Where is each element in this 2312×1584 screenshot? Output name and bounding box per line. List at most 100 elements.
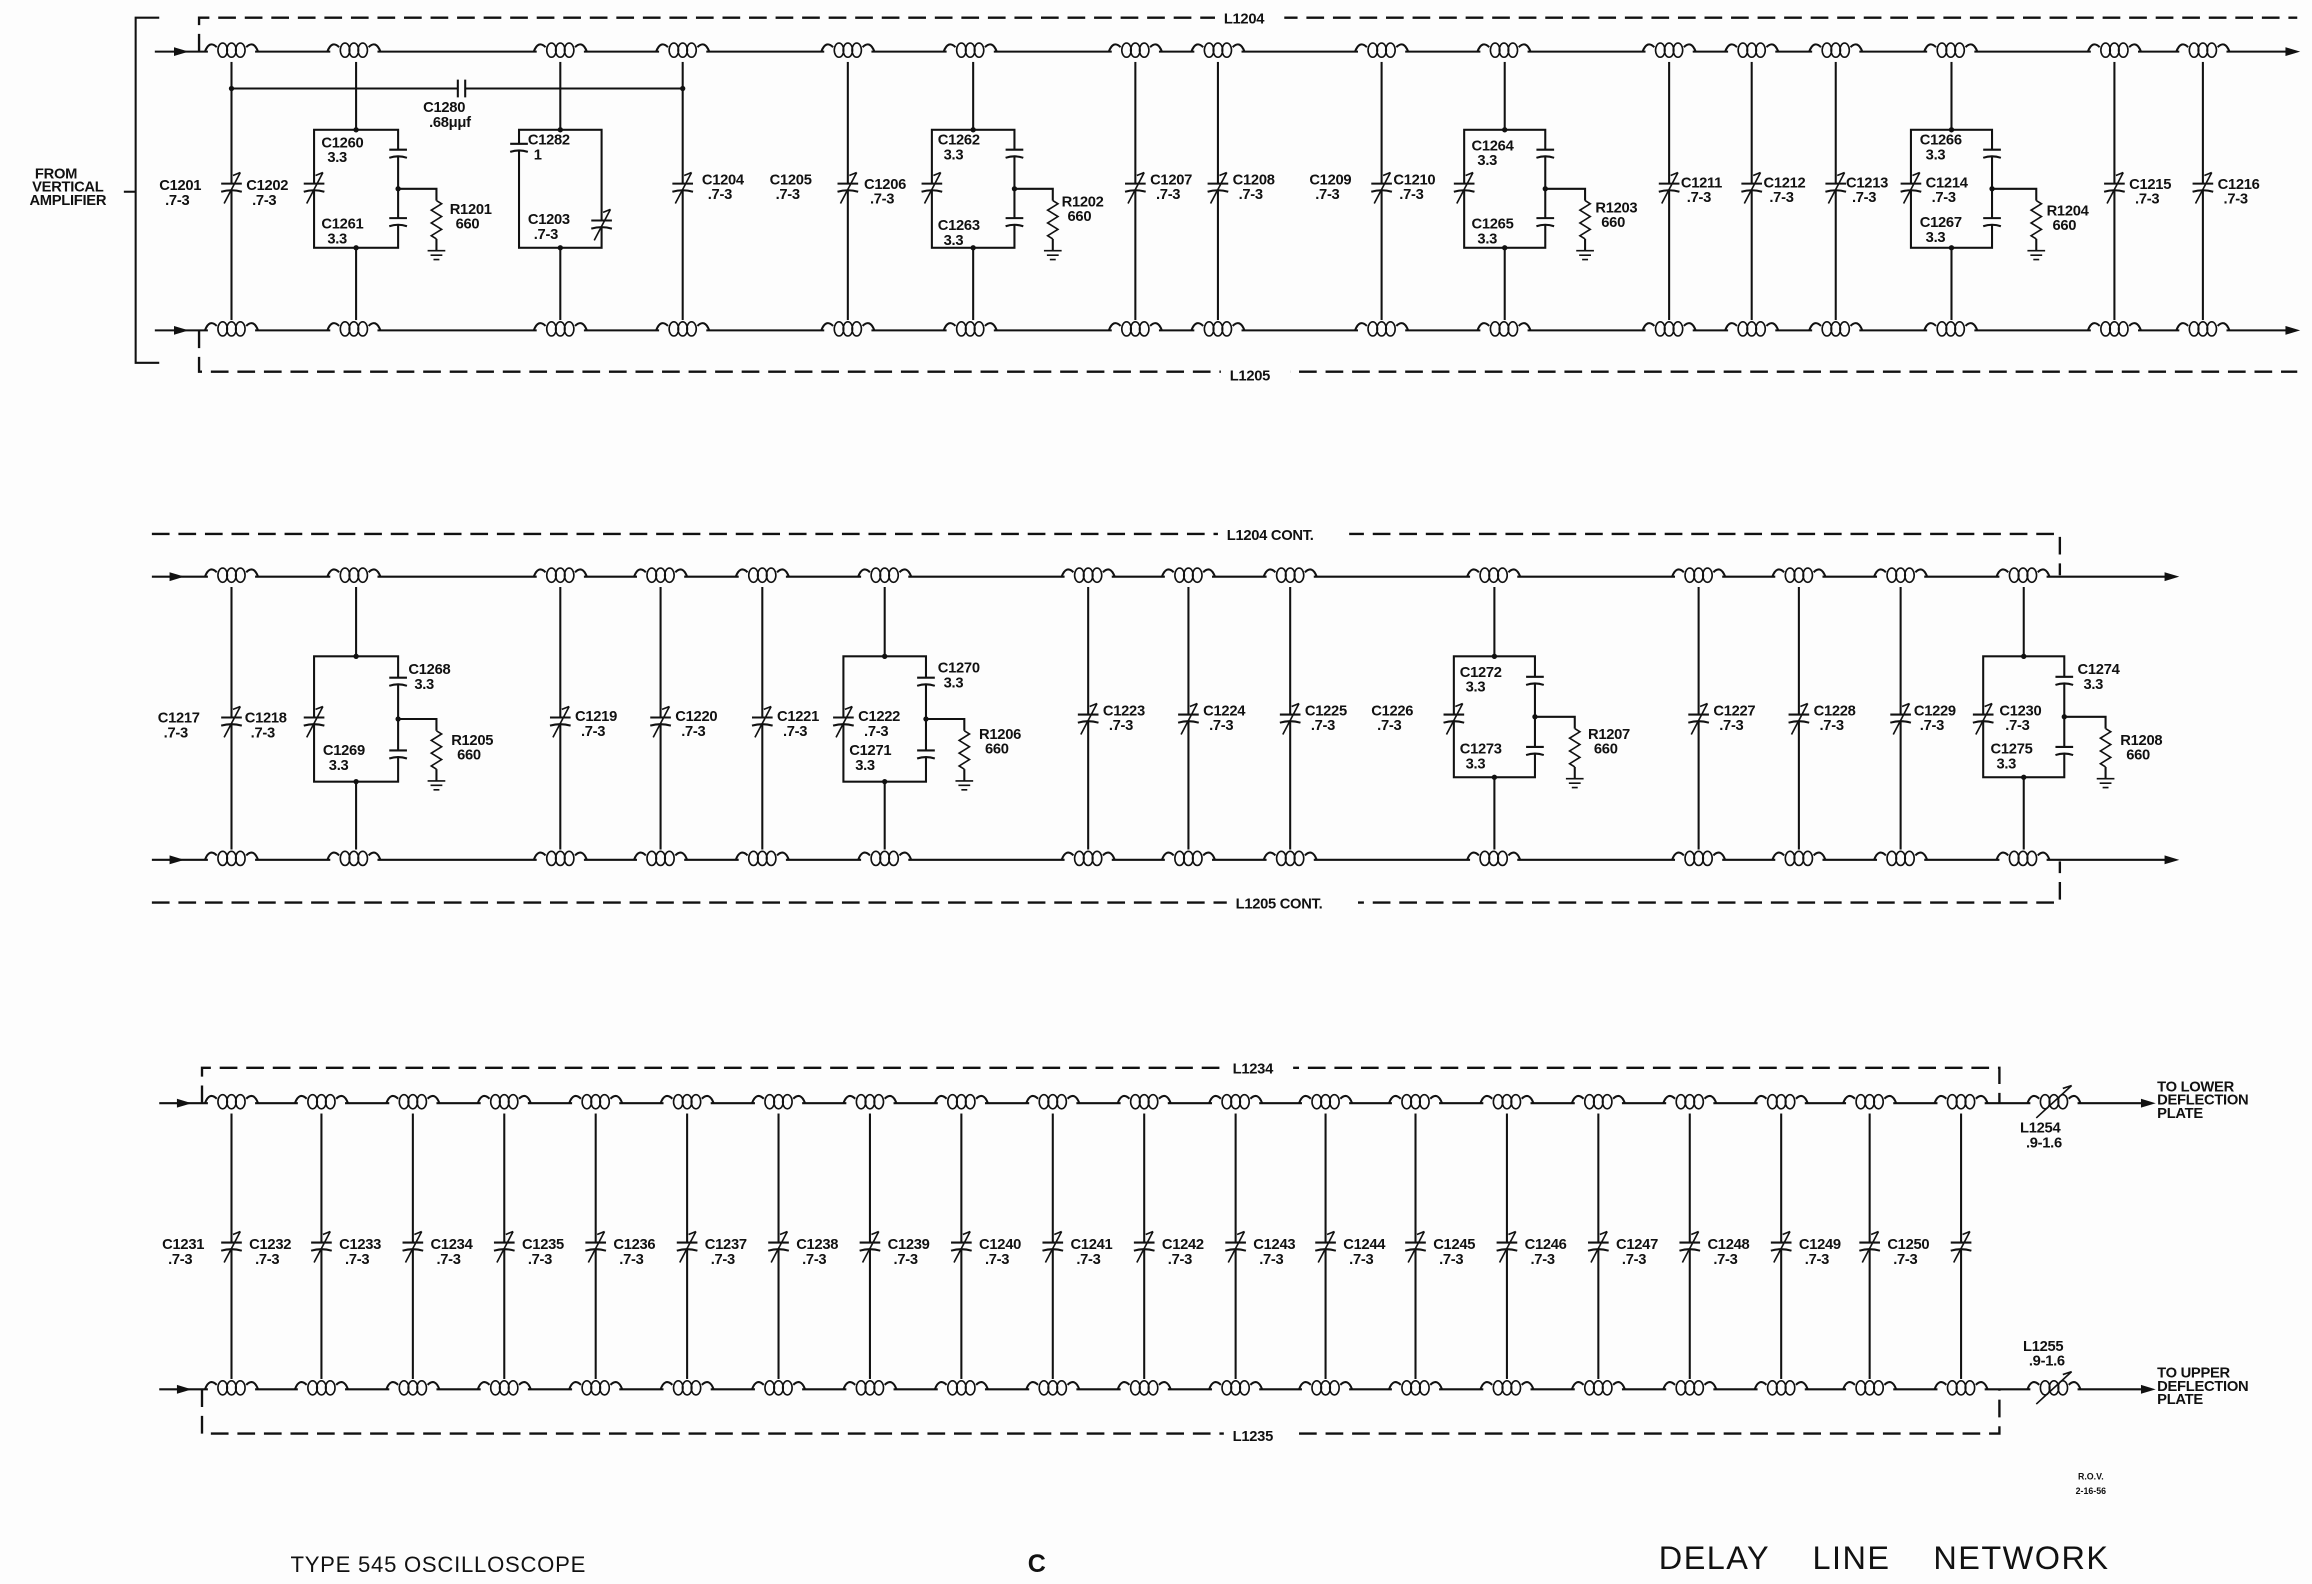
inductor-lead xyxy=(532,568,588,578)
component-value: .7-3 xyxy=(251,725,275,741)
variable-capacitor-icon xyxy=(1123,171,1148,204)
component-value: .7-3 xyxy=(802,1252,826,1268)
resistor-icon xyxy=(429,730,444,770)
component-label-c1219: C1219.7-3 xyxy=(575,709,617,740)
junction-dot xyxy=(353,653,359,659)
inductor-turn xyxy=(1701,850,1713,867)
inductor-lead xyxy=(1476,43,1532,53)
inductor-icon xyxy=(2086,320,2142,341)
variable-capacitor-icon xyxy=(831,705,856,738)
component-ref: C1242 xyxy=(1162,1237,1204,1253)
inductor-gap xyxy=(1470,566,1518,587)
component-label-c1222: C1222.7-3 xyxy=(858,709,900,740)
component-label-c1215: C1215.7-3 xyxy=(2129,177,2171,208)
cap-gap xyxy=(836,184,860,191)
ground-icon xyxy=(2096,777,2115,789)
inductor-gap xyxy=(1164,566,1213,587)
inductor-turn xyxy=(234,1093,246,1110)
adjust-arrow xyxy=(305,705,324,738)
ground-icon xyxy=(427,249,446,261)
inductor-turn xyxy=(1384,321,1396,337)
inductor-lead xyxy=(659,1381,715,1390)
variable-capacitor-icon xyxy=(1657,171,1681,204)
component-value: .7-3 xyxy=(776,187,800,203)
inductor-gap xyxy=(1266,849,1314,871)
component-label-c1231: C1231.7-3 xyxy=(162,1237,204,1268)
adjust-arrow xyxy=(754,705,772,738)
inductor-turn xyxy=(416,1379,428,1396)
inductor-gap xyxy=(1212,1092,1260,1114)
cap-gap xyxy=(387,751,409,758)
component-label-c1208: C1208.7-3 xyxy=(1233,172,1275,203)
inductor-icon xyxy=(1116,1378,1172,1400)
inductor-lead xyxy=(532,851,588,861)
component-ref: C1282 xyxy=(528,133,570,149)
inductor-gap xyxy=(1675,849,1723,871)
component-ref: C1233 xyxy=(339,1237,381,1253)
inductor-turn xyxy=(663,567,675,584)
inductor-icon xyxy=(2026,1378,2082,1400)
cap-plates xyxy=(1005,148,1024,159)
inductor-icon xyxy=(1662,1092,1718,1114)
inductor-gap xyxy=(1812,41,1860,62)
cap-gap xyxy=(401,1243,425,1250)
junction-dot xyxy=(557,127,563,133)
junction-dot xyxy=(228,85,235,92)
inductor-lead xyxy=(857,851,913,861)
component-ref: C1212 xyxy=(1763,175,1805,191)
component-ref: C1228 xyxy=(1814,703,1856,719)
inductor-gap xyxy=(1391,1092,1440,1114)
label-bg xyxy=(1217,526,1350,545)
component-value: 3.3 xyxy=(414,677,434,693)
cap-gap xyxy=(387,678,409,685)
inductor-icon xyxy=(942,320,998,341)
inductor-turn xyxy=(690,1379,702,1396)
adjust-arrow xyxy=(1827,171,1846,204)
component-value: .7-3 xyxy=(1311,718,1335,734)
variable-capacitor-icon xyxy=(583,1230,608,1263)
signoff-date: 2-16-56 xyxy=(2076,1486,2107,1496)
inductor-gap xyxy=(937,1378,985,1400)
component-label-c1204: C1204.7-3 xyxy=(702,172,745,203)
inductor-turn xyxy=(1384,42,1396,59)
inductor-lead xyxy=(1933,1381,1989,1390)
cap-plates xyxy=(916,749,936,760)
label-bg xyxy=(1226,895,1359,913)
inductor-gap xyxy=(207,849,256,871)
component-value: .7-3 xyxy=(1349,1252,1373,1268)
inductor-turn xyxy=(2206,42,2218,59)
inductor-icon xyxy=(1842,1378,1898,1400)
inductor-lead xyxy=(1298,1381,1354,1390)
resistor-icon xyxy=(1568,727,1582,768)
variable-capacitor-icon xyxy=(750,705,775,738)
component-value: .9-1.6 xyxy=(2029,1354,2065,1370)
inductor-gap xyxy=(1775,849,1823,871)
component-ref: L1255 xyxy=(2023,1339,2063,1355)
inductor-lead xyxy=(1808,322,1864,331)
junction-dot xyxy=(1948,245,1955,251)
cap-plates xyxy=(1525,675,1545,686)
inductor-turn xyxy=(765,850,777,867)
cap-gap xyxy=(492,1243,517,1250)
inductor-lead xyxy=(326,43,382,53)
inductor-gap xyxy=(1999,566,2047,587)
cap-gap xyxy=(670,184,695,191)
component-ref: C1223 xyxy=(1103,703,1145,719)
inductor-turn xyxy=(507,1379,519,1396)
inductor-lead xyxy=(1262,568,1318,578)
component-label-c1233: C1233.7-3 xyxy=(339,1237,381,1268)
inductor-icon xyxy=(1771,566,1827,587)
adjust-arrow xyxy=(1317,1230,1336,1263)
cap-gap xyxy=(1949,1243,1973,1250)
inductor-icon xyxy=(532,566,588,587)
variable-capacitor-icon xyxy=(1823,171,1848,204)
inductor-icon xyxy=(326,41,382,62)
inductor-turn xyxy=(1872,1379,1885,1396)
component-label-c1250: C1250.7-3 xyxy=(1887,1237,1929,1268)
junction-dot xyxy=(1502,245,1508,251)
adjust-arrow xyxy=(1407,1230,1426,1263)
component-label-c1249: C1249.7-3 xyxy=(1799,1237,1841,1268)
cap-plates xyxy=(388,148,408,159)
input-label: AMPLIFIER xyxy=(29,193,106,209)
inductor-turn xyxy=(1507,42,1519,59)
